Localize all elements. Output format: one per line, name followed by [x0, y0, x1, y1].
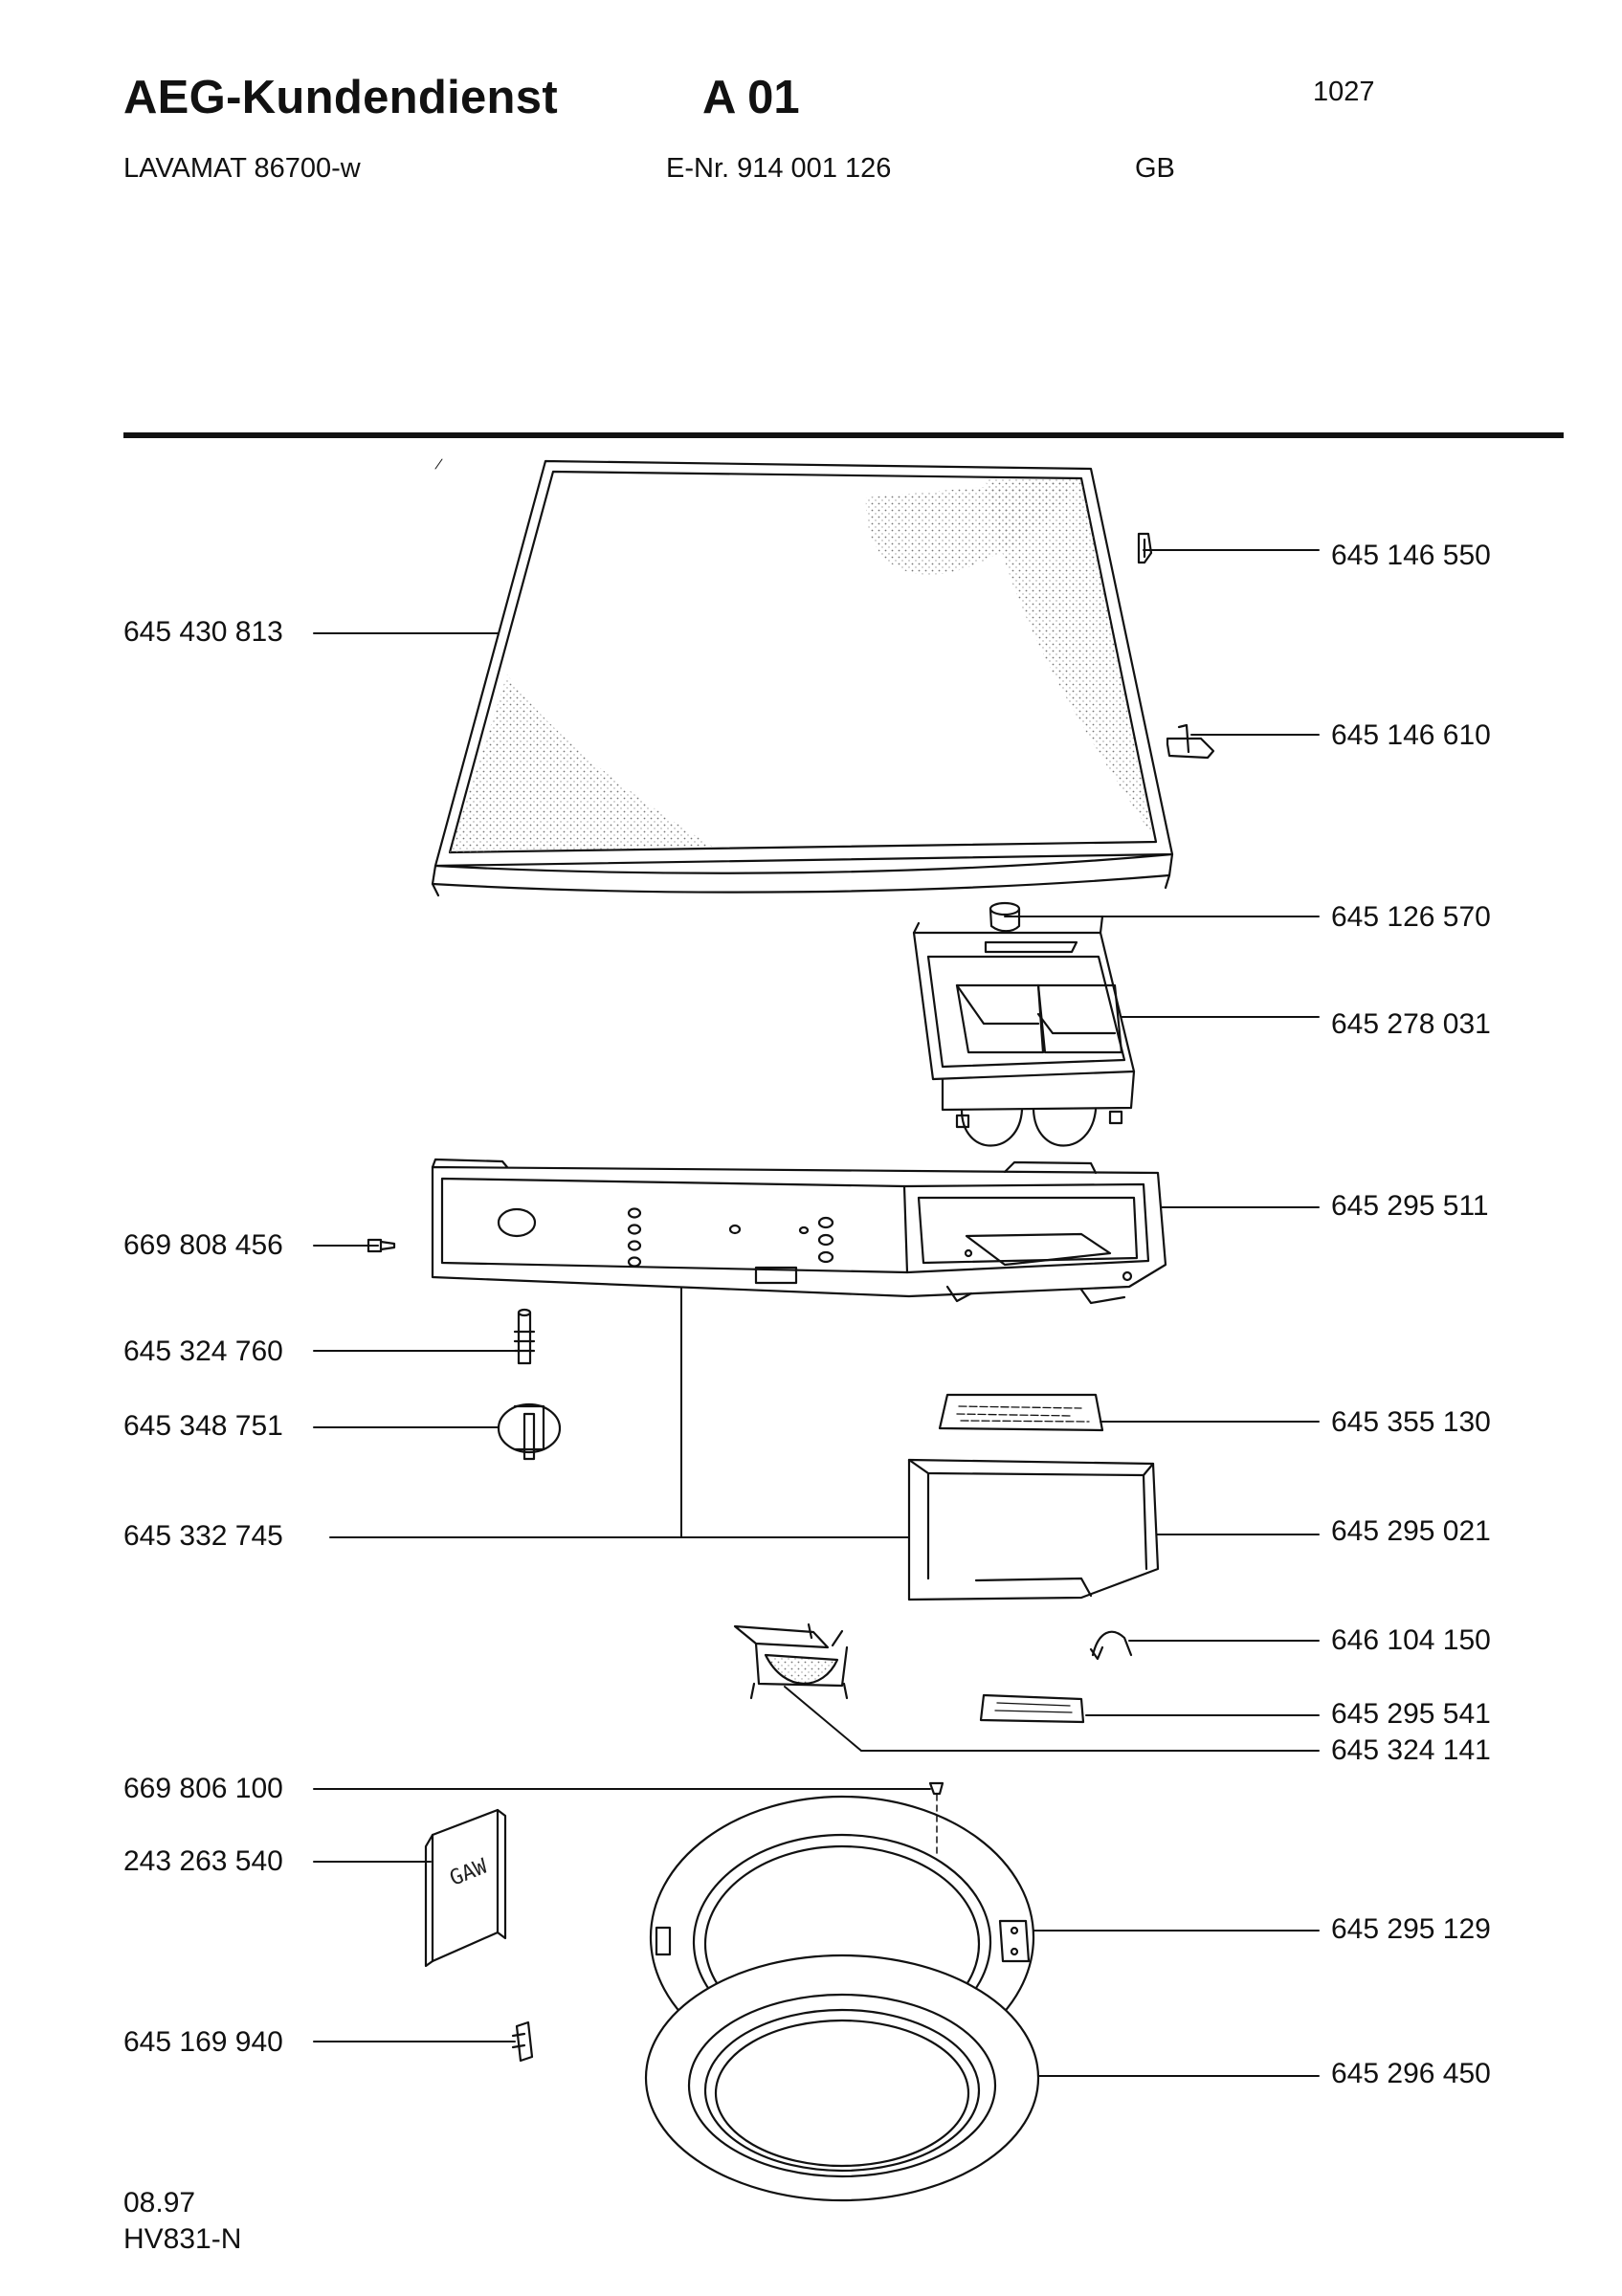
part-label: 669 808 456: [123, 1229, 283, 1261]
part-label: 645 295 129: [1331, 1913, 1491, 1945]
leader-lines: [314, 550, 1319, 2076]
part-label: 645 278 031: [1331, 1008, 1491, 1040]
service-panel: [909, 1460, 1158, 1600]
part-label: 669 806 100: [123, 1773, 283, 1804]
rating-label: [940, 1395, 1102, 1430]
part-label: 646 104 150: [1331, 1624, 1491, 1656]
part-label: 243 263 540: [123, 1845, 283, 1877]
part-label: 645 324 760: [123, 1336, 283, 1367]
spring-clip: [1091, 1632, 1131, 1659]
part-label: 645 295 021: [1331, 1515, 1491, 1547]
control-knob: [499, 1404, 560, 1459]
part-label: 645 169 940: [123, 2026, 283, 2058]
part-label: 645 355 130: [1331, 1406, 1491, 1438]
footer-date: 08.97: [123, 2187, 196, 2219]
control-panel: [433, 1159, 1166, 1303]
hinge-clip: [1139, 534, 1151, 563]
small-clip: [513, 2022, 532, 2061]
model-name: LAVAMAT 86700-w: [123, 153, 361, 184]
brand-title: AEG-Kundendienst: [123, 72, 558, 123]
part-label: 645 348 751: [123, 1410, 283, 1442]
door-screw: [930, 1783, 943, 1856]
e-number: E-Nr. 914 001 126: [666, 153, 892, 184]
section-code: A 01: [702, 72, 800, 123]
pushrod: [515, 1310, 534, 1363]
lid-bracket: [1167, 725, 1213, 758]
screw: [368, 1240, 394, 1251]
instruction-manual: [426, 1810, 505, 1966]
part-label: 645 324 141: [1331, 1734, 1491, 1766]
part-label: 645 295 541: [1331, 1698, 1491, 1730]
door-inner-ring: [646, 1955, 1038, 2200]
part-label: 645 146 550: [1331, 540, 1491, 571]
top-lid: [433, 459, 1172, 895]
part-label: 645 126 570: [1331, 901, 1491, 933]
part-label: 645 296 450: [1331, 2058, 1491, 2089]
part-label: 645 332 745: [123, 1520, 283, 1552]
country-code: GB: [1135, 153, 1175, 184]
page-number: 1027: [1313, 77, 1375, 107]
header-divider: [123, 432, 1564, 438]
door-handle: [981, 1695, 1083, 1722]
part-label: 645 430 813: [123, 616, 283, 648]
detergent-drawer: [914, 916, 1134, 1146]
part-label: 645 295 511: [1331, 1190, 1489, 1222]
footer-code: HV831-N: [123, 2223, 242, 2255]
part-label: 645 146 610: [1331, 719, 1491, 751]
door-hinge-assembly: [735, 1624, 847, 1698]
